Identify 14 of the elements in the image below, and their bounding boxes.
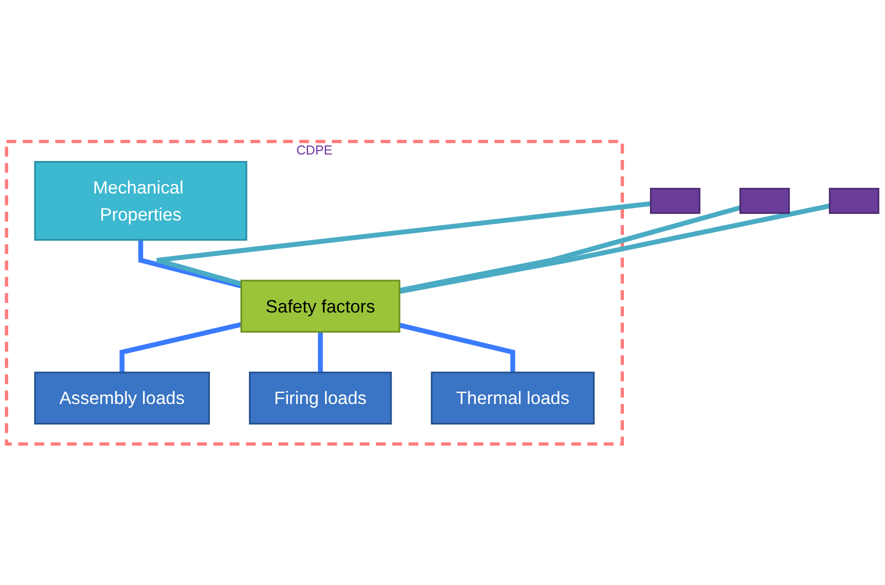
node-box: Assembly loads <box>34 371 210 424</box>
connector <box>154 200 652 286</box>
connector <box>399 203 830 294</box>
node-box: Mechanical Properties <box>34 160 248 240</box>
connector <box>138 240 242 288</box>
node-box <box>828 188 880 214</box>
connector <box>120 322 242 372</box>
node-box: Thermal loads <box>430 371 595 424</box>
node-box: Safety factors <box>240 279 400 332</box>
node-box <box>739 188 790 214</box>
connector <box>318 332 323 372</box>
node-box <box>650 188 700 214</box>
node-box: Firing loads <box>248 371 392 424</box>
connector <box>398 322 516 372</box>
